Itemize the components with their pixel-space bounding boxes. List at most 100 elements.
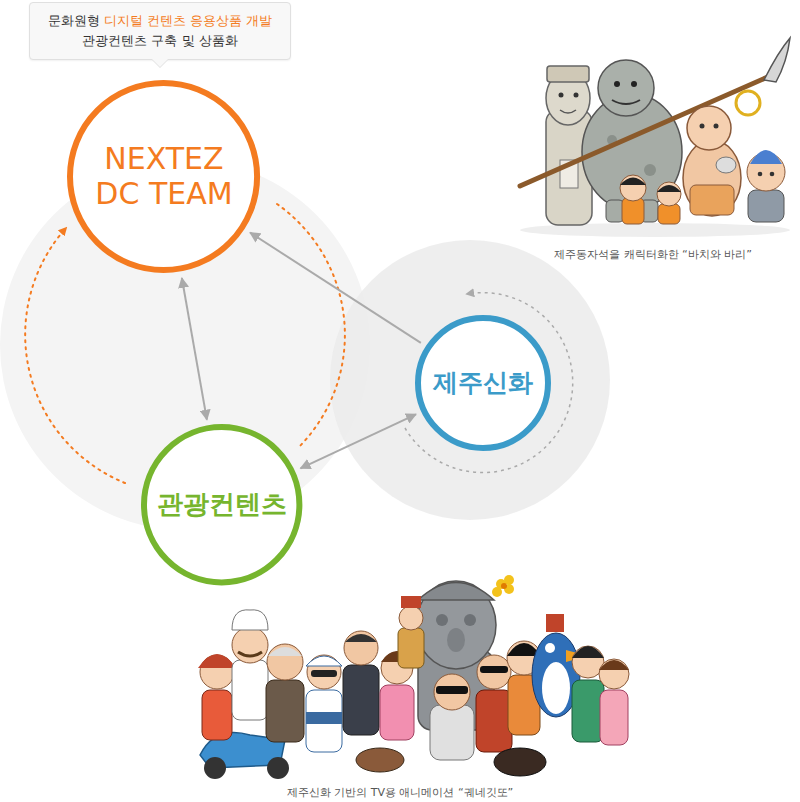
illustration-part [266,680,304,742]
cycle-arc [277,204,345,448]
illustration-part [434,674,470,710]
illustration-part [658,204,680,224]
illustration-part [614,81,620,87]
illustration-part [599,660,629,670]
crowd-figures [198,596,629,776]
connector-arrow [182,278,207,420]
illustration-part [622,198,644,224]
illustration-part [232,660,268,720]
illustration-part [598,60,654,116]
cycle-arc [25,228,125,483]
callout-text: 디지털 컨텐츠 응용상품 개발 [104,13,272,28]
illustration-part [267,757,289,779]
illustration-part [748,190,784,222]
illustration-part [232,610,268,630]
illustration-part [380,685,414,740]
circle-label: 제주신화 [433,369,533,398]
circle-outline [418,318,548,448]
illustration-part [480,666,508,673]
callout-line: 관광컨텐츠 구축 및 상품화 [48,31,272,51]
illustration-part [690,185,734,215]
myth-circle: 제주신화 [415,315,551,451]
illustration-part [546,614,564,632]
illustration-part [202,690,232,740]
illustration-part [267,644,303,680]
illustration-part [631,81,637,87]
illustration-part [542,662,570,714]
illustration-part [198,654,236,668]
image-caption: 제주동자석을 캐릭터화한 “바치와 바리” [552,247,754,262]
illustration-part [644,164,656,176]
illustration-part [758,172,763,177]
illustration-part [683,140,741,216]
circle-outline [70,83,257,270]
illustration-part [600,690,628,745]
small-figure [747,150,785,222]
illustration-part [436,686,468,694]
illustration-part [356,748,404,772]
illustration-part [344,631,378,665]
illustration-part [345,634,377,642]
illustration-part [606,200,624,222]
callout-text: 관광컨텐츠 구축 및 상품화 [82,33,237,48]
connector-arrow [250,233,421,343]
illustration-part [238,652,262,656]
illustration-part [268,647,302,656]
tourism-circle: 관광컨텐츠 [141,424,302,585]
illustration-part [436,614,448,626]
circle-text: 제주신화 [433,369,533,398]
illustration-part [447,628,465,652]
illustration-part [560,110,576,113]
team-circle: NEXTEZ DC TEAM [67,80,260,273]
illustration-part [547,66,589,82]
illustration-part [464,614,476,626]
illustration-part [494,748,546,776]
illustration-part [714,124,719,129]
illustration-part [307,655,341,689]
illustration-part [501,583,507,589]
illustration-part [620,178,646,186]
note-callout: 문화원형 디지털 컨텐츠 응용상품 개발관광컨텐츠 구축 및 상품화 [29,2,291,60]
illustration-part [545,643,555,653]
illustration-part [232,627,268,663]
illustration-part [311,670,337,677]
callout-text: 문화원형 [48,13,100,28]
illustration-part [306,712,342,724]
illustration-part [687,106,731,150]
illustration-part [430,705,474,760]
callout-line: 문화원형 디지털 컨텐츠 응용상품 개발 [48,11,272,31]
illustration-part [770,172,775,177]
image-caption: 제주신화 기반의 TV용 애니메이션 “궤네깃또” [285,785,516,800]
illustration-part [477,655,511,689]
circle-text: 관광컨텐츠 [157,490,287,520]
illustration-part [399,606,423,630]
circle-text: NEXTEZ DC TEAM [89,142,239,211]
illustration-part [204,757,226,779]
illustration-part [657,185,681,192]
illustration-part [398,628,424,668]
illustration-part [401,596,421,608]
cycle-arc [405,293,573,473]
illustration-part [599,659,629,689]
illustration-part [574,93,579,98]
illustration-part [612,100,640,104]
illustration-part [572,646,604,658]
illustration-part [736,91,760,115]
monk-figure [683,106,741,216]
illustration-part [343,665,379,735]
ogre-figure [582,60,682,222]
illustration-part [572,680,604,742]
circle-outline [144,427,299,582]
illustration-part [716,157,736,173]
illustration-part [559,93,564,98]
illustration-part [306,656,342,666]
illustration-part [750,150,782,164]
circle-label: NEXTEZ DC TEAM [89,142,239,211]
child-figure [620,175,681,224]
illustration-part [476,690,512,752]
illustration-part [657,182,681,206]
illustration-part [416,581,496,669]
illustration-part [492,587,502,597]
illustration-part [520,76,770,186]
